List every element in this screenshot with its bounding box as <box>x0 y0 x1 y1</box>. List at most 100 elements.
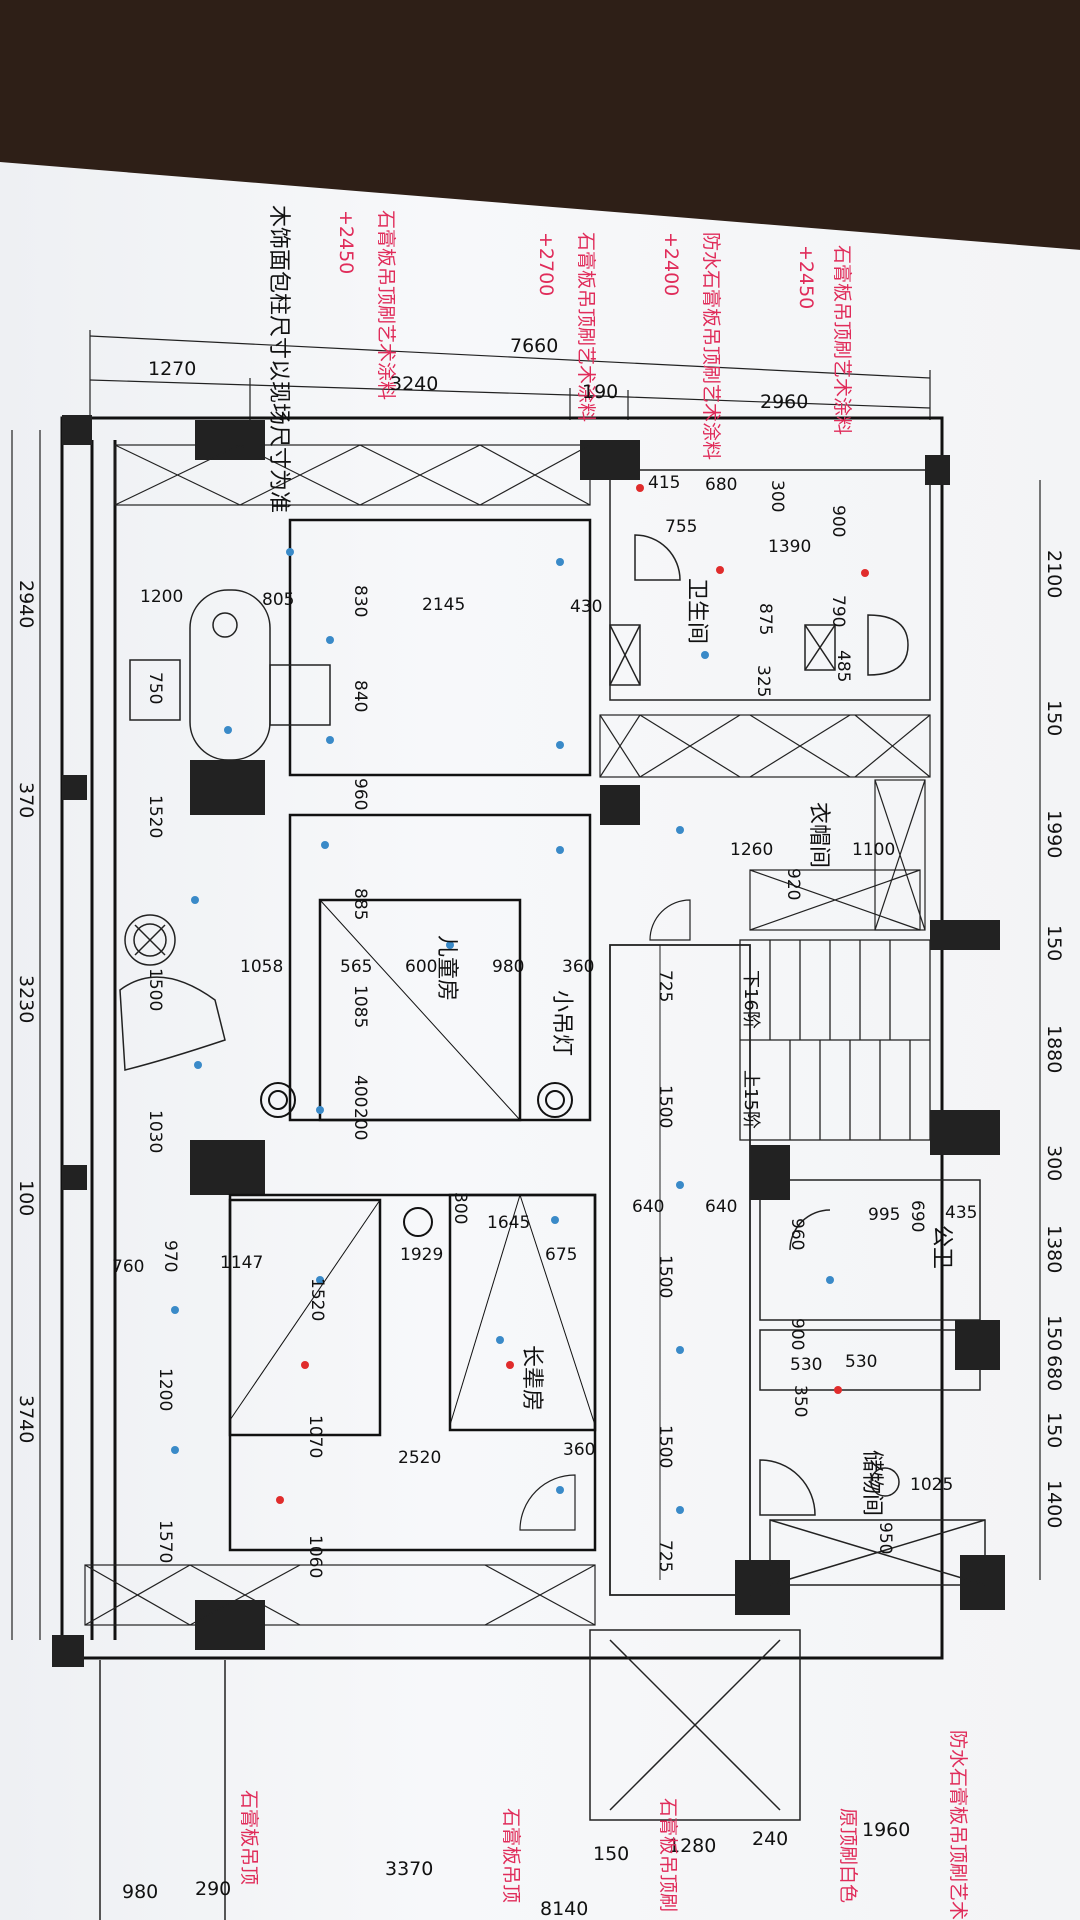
dim-wc-435: 435 <box>945 1203 977 1223</box>
ceiling-note-4: 石膏板吊顶刷艺术涂料 <box>375 210 398 400</box>
ceiling-note-1-level: +2450 <box>795 245 817 309</box>
dim-elder-1070: 1070 <box>305 1415 325 1458</box>
ceiling-note-3: 石膏板吊顶刷艺术涂料 <box>575 232 598 422</box>
left-dimension-lines <box>11 430 41 1640</box>
dim-corr-1500a: 1500 <box>655 1085 675 1128</box>
top-dimension-lines <box>89 330 931 420</box>
corridor-dimensions: 725 1500 640 640 1500 1500 725 <box>632 970 737 1572</box>
dim-kids-565: 565 <box>340 957 372 977</box>
dim-r-150a: 150 <box>1043 700 1065 736</box>
room-labels: 卫生间 衣帽间 儿童房 小吊灯 长辈房 公卫 储物间 下16阶 上15阶 <box>434 578 954 1516</box>
dim-r-300: 300 <box>1043 1145 1065 1181</box>
room-small-pendant: 小吊灯 <box>549 990 574 1056</box>
staircase <box>739 939 931 1141</box>
dim-b-8140: 8140 <box>540 1898 588 1920</box>
dim-bath-680: 680 <box>705 475 737 495</box>
bath-dimensions: 415 680 300 755 1390 900 790 875 325 485 <box>648 473 853 697</box>
wardrobe-band <box>599 714 931 941</box>
dim-corr-1500b: 1500 <box>655 1255 675 1298</box>
ceiling-note-group: 石膏板吊顶刷艺术涂料 +2450 防水石膏板吊顶刷艺术涂料 +2400 石膏板吊… <box>335 210 854 460</box>
kids-lamp <box>119 914 226 1071</box>
dim-elder-360: 360 <box>563 1440 595 1460</box>
dim-wc-950: 950 <box>875 1522 895 1554</box>
dim-b-240: 240 <box>752 1828 788 1850</box>
dim-3240: 3240 <box>390 373 438 395</box>
elder-wardrobe <box>84 1474 596 1626</box>
drawing-sheet <box>0 162 1080 1920</box>
dim-kids-1085: 1085 <box>350 985 370 1028</box>
stairs-up: 上15阶 <box>740 1070 761 1129</box>
dim-elder-1645: 1645 <box>487 1213 530 1233</box>
elder-room-bed <box>228 1193 597 1552</box>
dim-r-2100: 2100 <box>1043 550 1065 598</box>
dim-kids-360: 360 <box>562 957 594 977</box>
dim-wc-530a: 530 <box>790 1355 822 1375</box>
dim-190: 190 <box>582 381 618 403</box>
bottom-note-ceiling2: 石膏板吊顶 <box>500 1808 523 1903</box>
dim-kids-805: 805 <box>262 590 294 610</box>
dim-elder-1520: 1520 <box>307 1278 327 1321</box>
public-wc-plan <box>759 1179 986 1586</box>
dim-r-1990: 1990 <box>1043 810 1065 858</box>
dim-r-150b: 150 <box>1043 925 1065 961</box>
dim-bath-485: 485 <box>833 650 853 682</box>
room-elder: 长辈房 <box>519 1345 544 1411</box>
dim-corr-1500c: 1500 <box>655 1425 675 1468</box>
dim-r-150c: 150 <box>1043 1315 1065 1351</box>
room-kids: 儿童房 <box>434 935 459 1001</box>
ceiling-note-1: 石膏板吊顶刷艺术涂料 <box>831 245 854 435</box>
dim-elder-760: 760 <box>112 1257 144 1277</box>
dim-kids-885: 885 <box>350 888 370 920</box>
dim-elder-1200: 1200 <box>155 1368 175 1411</box>
dim-r-150d: 150 <box>1043 1412 1065 1448</box>
dim-b-980: 980 <box>122 1881 158 1903</box>
dim-wc-350: 350 <box>790 1385 810 1417</box>
dim-elder-1060: 1060 <box>305 1535 325 1578</box>
dim-bath-900: 900 <box>828 505 848 537</box>
balcony <box>99 1629 801 1920</box>
room-storage: 储物间 <box>859 1450 884 1516</box>
dim-closet-1260: 1260 <box>730 840 773 860</box>
dim-bath-755: 755 <box>665 517 697 537</box>
dim-kids-1520: 1520 <box>145 795 165 838</box>
dim-corr-640a: 640 <box>632 1197 664 1217</box>
dim-elder-970: 970 <box>160 1240 180 1272</box>
dim-kids-2145: 2145 <box>422 595 465 615</box>
kids-dimensions: 1200 805 830 2145 430 750 840 960 1520 8… <box>140 585 602 1153</box>
kids-room-bed <box>288 518 592 1122</box>
dim-elder-300: 300 <box>450 1192 470 1224</box>
bottom-notes: 石膏板吊顶 石膏板吊顶 石膏板吊顶刷 原顶刷白色 防水石膏板吊顶刷艺术 <box>238 1730 970 1920</box>
dim-bath-415: 415 <box>648 473 680 493</box>
top-dimensions: 7660 1270 3240 190 2960 <box>148 335 808 413</box>
top-cabinet <box>114 444 591 506</box>
dim-kids-1200: 1200 <box>140 587 183 607</box>
room-closet: 衣帽间 <box>806 802 831 868</box>
dim-r-1380: 1380 <box>1043 1225 1065 1273</box>
dim-kids-430: 430 <box>570 597 602 617</box>
stairs-down: 下16阶 <box>740 970 761 1029</box>
dim-elder-2520: 2520 <box>398 1448 441 1468</box>
dim-7660: 7660 <box>510 335 558 357</box>
ceiling-note-2-level: +2400 <box>660 232 682 296</box>
dim-r-1400: 1400 <box>1043 1480 1065 1528</box>
dim-wc-995: 995 <box>868 1205 900 1225</box>
ceiling-lights <box>260 1082 573 1237</box>
dim-corr-725b: 725 <box>655 1540 675 1572</box>
dim-kids-980: 980 <box>492 957 524 977</box>
dim-wc-900: 900 <box>787 1318 807 1350</box>
corridor <box>609 944 751 1596</box>
outer-walls <box>60 416 944 1660</box>
dim-bath-300: 300 <box>767 480 787 512</box>
dim-bath-325: 325 <box>753 665 773 697</box>
dim-b-1280: 1280 <box>668 1835 716 1857</box>
left-dimensions: 2940 370 3230 100 3740 <box>15 580 37 1443</box>
bottom-note-paint: 原顶刷白色 <box>837 1808 859 1903</box>
closet-dimensions: 1260 1100 920 <box>730 840 895 900</box>
dim-wc-960: 960 <box>787 1218 807 1250</box>
elder-dimensions: 300 1645 1929 675 760 970 1147 1520 1200… <box>112 1192 595 1578</box>
ceiling-note-4-level: +2450 <box>335 210 357 274</box>
dim-r-1880: 1880 <box>1043 1025 1065 1073</box>
dim-wc-530b: 530 <box>845 1352 877 1372</box>
